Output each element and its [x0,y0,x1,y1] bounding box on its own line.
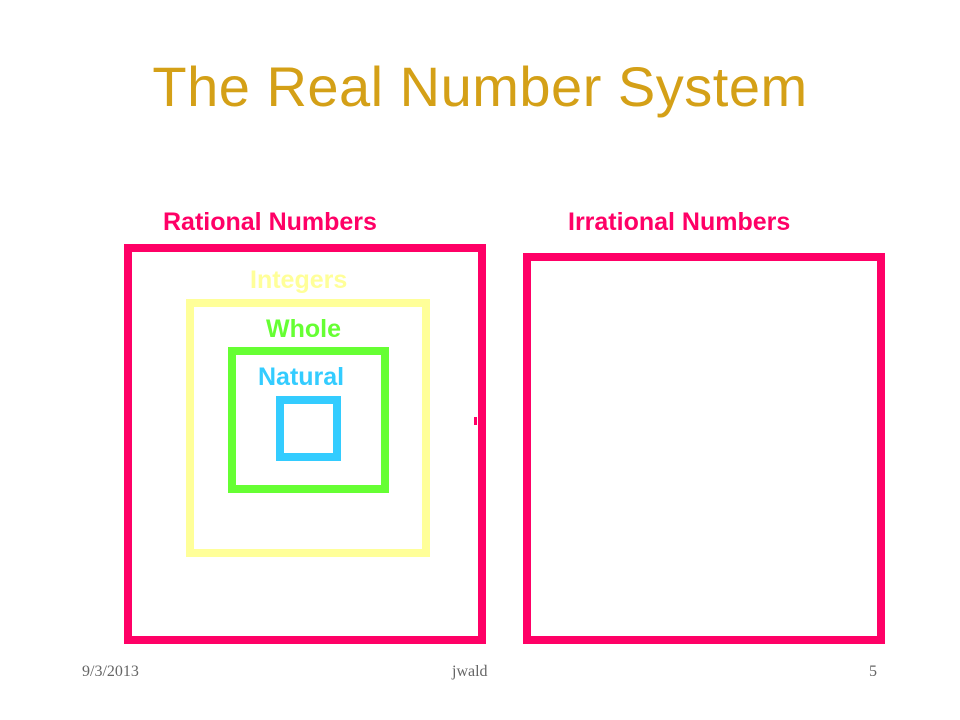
integers-label: Integers [250,266,348,294]
footer-page-number: 5 [869,663,877,680]
integers-box [186,299,430,557]
slide-title: The Real Number System [152,55,808,118]
irrational-numbers-label: Irrational Numbers [568,208,791,236]
irrational-numbers-box [523,253,885,644]
natural-numbers-box [276,396,341,461]
footer-date: 9/3/2013 [82,663,139,680]
footer-author: jwald [452,663,488,680]
whole-numbers-box [228,347,389,493]
rational-numbers-box [124,244,486,644]
natural-numbers-label: Natural [258,363,345,391]
rational-box-tick-mark [474,417,477,425]
whole-numbers-label: Whole [266,315,341,343]
rational-numbers-label: Rational Numbers [163,208,377,236]
